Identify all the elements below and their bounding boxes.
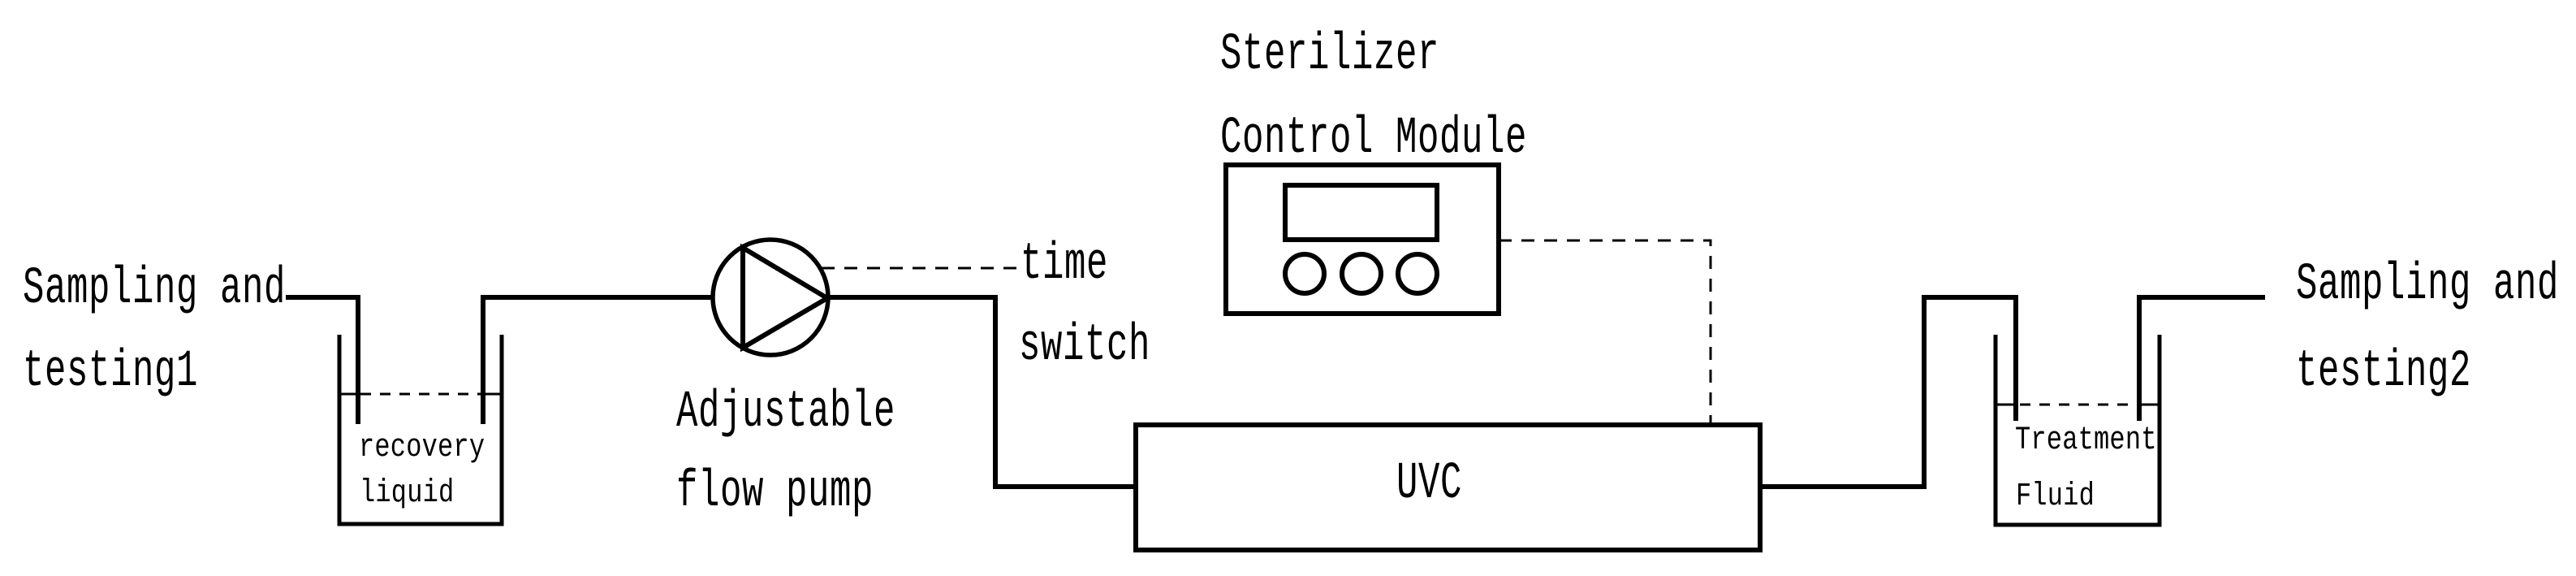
label-switch: switch: [1019, 316, 1151, 376]
pipe-beaker2-to-sampling2: [2137, 295, 2265, 421]
control-module-button-3: [1396, 252, 1439, 296]
pump-triangle-icon: [740, 243, 832, 353]
label-sampling-testing2-line1: Sampling and: [2296, 255, 2560, 315]
label-sampling-testing1-line1: Sampling and: [23, 259, 287, 319]
label-fluid: Fluid: [2016, 477, 2095, 515]
pipe-pump-to-uvc: [828, 295, 1136, 489]
label-recovery: recovery: [359, 428, 485, 466]
pipe-sampling1-to-beaker1: [286, 295, 360, 424]
pump-circle-icon: [710, 237, 831, 357]
control-module-button-1: [1283, 252, 1327, 296]
pipe-beaker1-to-pump: [481, 295, 714, 424]
recovery-beaker-outline: [337, 335, 504, 526]
label-adjustable: Adjustable: [676, 383, 896, 443]
label-treatment: Treatment: [2015, 421, 2157, 459]
label-liquid: liquid: [360, 474, 455, 512]
control-module-button-2: [1340, 252, 1383, 296]
wire-module-to-uvc: [1499, 239, 1712, 422]
label-sampling-testing1-line2: testing1: [23, 342, 199, 402]
label-uvc: UVC: [1396, 454, 1463, 514]
pipe-uvc-to-beaker2: [1760, 295, 2018, 489]
label-sterilizer: Sterilizer: [1220, 25, 1440, 85]
control-module-display: [1283, 183, 1439, 242]
label-flow-pump: flow pump: [676, 462, 874, 522]
label-control-module: Control Module: [1220, 109, 1528, 169]
label-sampling-testing2-line2: testing2: [2296, 342, 2472, 402]
treatment-beaker-outline: [1993, 335, 2162, 527]
label-time: time: [1020, 235, 1109, 295]
